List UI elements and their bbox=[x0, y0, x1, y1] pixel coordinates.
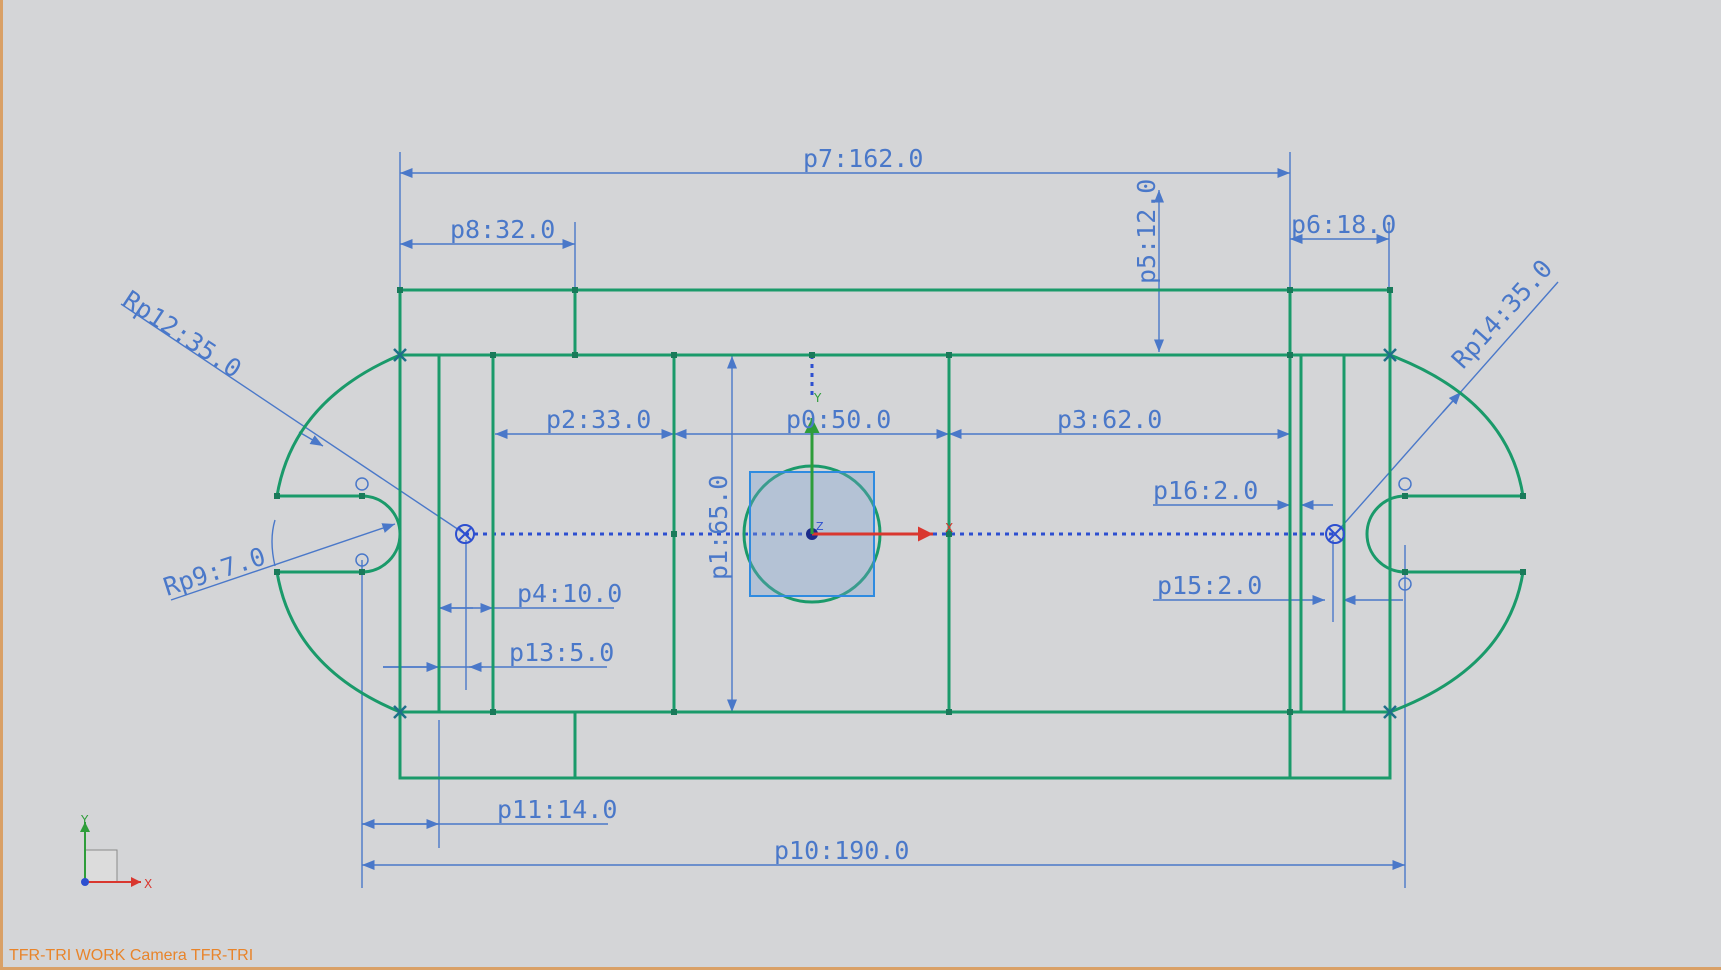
dim-p7-label[interactable]: p7:162.0 bbox=[803, 144, 923, 173]
slot-center-markers bbox=[355, 477, 1412, 591]
origin-z-label: Z bbox=[816, 520, 824, 533]
origin-y-label: Y bbox=[813, 391, 822, 405]
dim-p10-label[interactable]: p10:190.0 bbox=[774, 836, 909, 865]
view-triad[interactable]: X Y bbox=[80, 813, 152, 891]
dim-p3-label[interactable]: p3:62.0 bbox=[1057, 405, 1162, 434]
dim-p1-label[interactable]: p1:65.0 bbox=[704, 475, 733, 580]
arc-center-markers[interactable] bbox=[455, 524, 1345, 544]
dim-p6-label[interactable]: p6:18.0 bbox=[1291, 210, 1396, 239]
dim-p0-label[interactable]: p0:50.0 bbox=[786, 405, 891, 434]
dim-rp9-label[interactable]: Rp9:7.0 bbox=[160, 542, 269, 602]
triad-y-label: Y bbox=[80, 813, 89, 827]
triad-x-label: X bbox=[144, 877, 152, 891]
dim-p11-label[interactable]: p11:14.0 bbox=[497, 795, 617, 824]
dim-p5-label[interactable]: p5:12.0 bbox=[1132, 179, 1161, 284]
dim-rp14-label[interactable]: Rp14:35.0 bbox=[1446, 254, 1558, 374]
dim-p13-label[interactable]: p13:5.0 bbox=[509, 638, 614, 667]
dim-rp12-label[interactable]: Rp12:35.0 bbox=[118, 285, 247, 384]
dim-p8-label[interactable]: p8:32.0 bbox=[450, 215, 555, 244]
dim-p4-label[interactable]: p4:10.0 bbox=[517, 579, 622, 608]
dim-p16-label[interactable]: p16:2.0 bbox=[1153, 476, 1258, 505]
dim-p15-label[interactable]: p15:2.0 bbox=[1157, 571, 1262, 600]
dim-p2-label[interactable]: p2:33.0 bbox=[546, 405, 651, 434]
sketch-points[interactable] bbox=[274, 287, 1526, 715]
arc-endpoint-markers bbox=[393, 348, 1397, 719]
status-bar-text: TFR-TRI WORK Camera TFR-TRI bbox=[9, 947, 254, 964]
sketch-canvas[interactable]: X Y Z p7:162.0 p8:32.0 p6:18.0 p5:12.0 R… bbox=[3, 0, 1721, 970]
origin-x-label: X bbox=[945, 521, 953, 535]
